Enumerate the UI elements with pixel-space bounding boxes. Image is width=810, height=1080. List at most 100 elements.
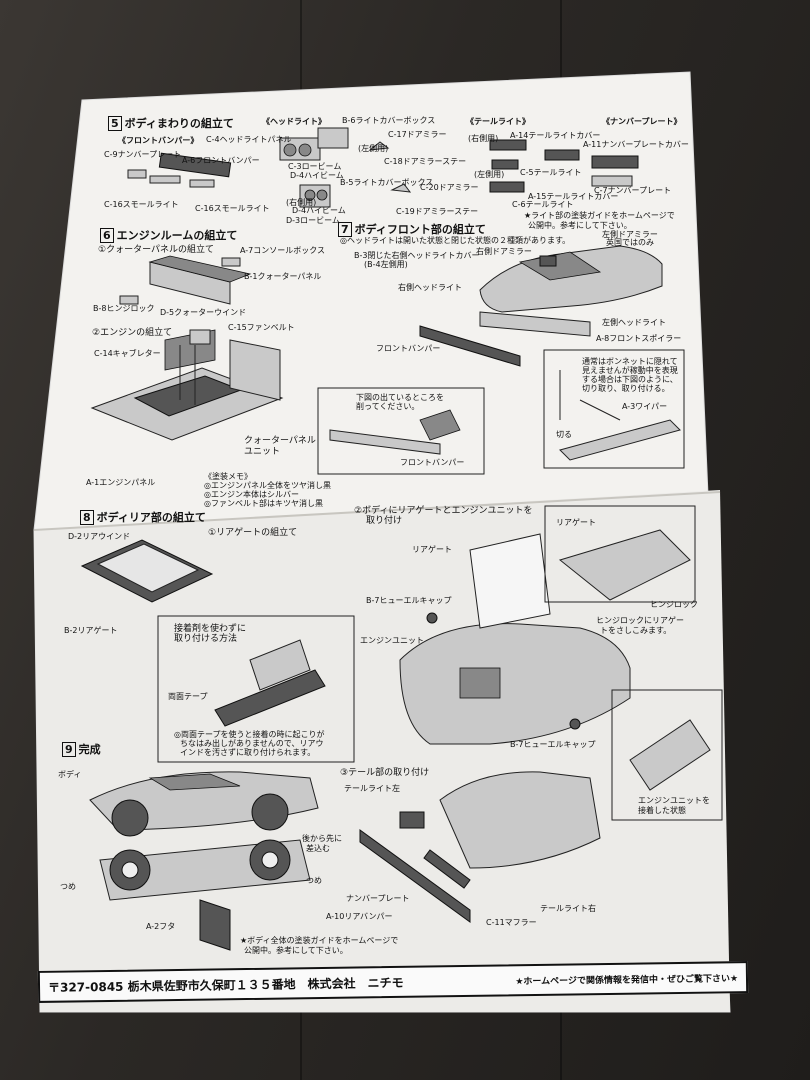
note: 見えませんが稼動中を表現 [582, 366, 678, 375]
note: ヒンジロックにリアゲー [596, 616, 684, 625]
part-label: D-3ロービーム [286, 216, 340, 225]
part-label: 切る [556, 430, 572, 439]
part-label: リアゲート [556, 518, 596, 527]
engine-unit-drawing [90, 329, 284, 441]
heading: 完成 [78, 743, 101, 756]
step-number: 8 [80, 510, 94, 526]
note: 公開中。参考にして下さい。 [244, 946, 348, 955]
part-label: フロントバンパー [376, 344, 441, 353]
part-label: C-6テールライト [512, 200, 574, 209]
part-label: ナンバープレート [346, 894, 410, 903]
note: ◎両面テープを使うと接着の時に起こりが [174, 730, 325, 739]
part-label: B-3閉じた右側ヘッドライトカバー [354, 251, 480, 260]
part-label: A-6フロントバンパー [182, 156, 260, 165]
bumper-cut-drawing [329, 409, 461, 455]
part-label: A-15テールライトカバー [528, 192, 619, 201]
part-label: 左側ドアミラー [602, 230, 658, 239]
label-taillight: 《テールライト》 [466, 117, 530, 126]
note: 下図の出ているところを [356, 393, 444, 402]
note: ★ボディ全体の塗装ガイドをホームページで [240, 936, 399, 945]
paint-memo: ◎ファンベルト部はキツヤ消し黒 [204, 499, 323, 508]
part-label: A-10リアバンパー [326, 912, 393, 921]
part-label: C-4ヘッドライトパネル [206, 135, 292, 144]
taillight-parts-drawing [489, 139, 639, 193]
subheading: ②エンジンの組立て [92, 328, 173, 338]
heading: ボディリア部の組立て [96, 511, 206, 524]
part-label: C-18ドアミラーステー [384, 157, 467, 166]
part-label: A-14テールライトカバー [510, 131, 601, 140]
tail-parts-drawing [359, 771, 601, 923]
part-label: A-11ナンバープレートカバー [583, 140, 689, 149]
completed-car-drawing [89, 771, 319, 951]
part-label: (右側用) [468, 134, 499, 143]
part-label: B-5ライトカバーボックス [340, 178, 434, 187]
note: トをさしこみます。 [600, 626, 672, 635]
part-label: 右側ドアミラー [476, 247, 532, 256]
note: 削ってください。 [356, 402, 420, 411]
note: 通常はボンネットに隠れて [582, 357, 678, 366]
part-label: A-3ワイパー [622, 402, 668, 411]
part-label: B-8ヒンジロック [93, 304, 155, 313]
part-label: A-2フタ [146, 922, 176, 931]
part-label: 左側ヘッドライト [602, 318, 666, 327]
part-label: C-3ロービーム [288, 162, 342, 171]
quarter-panel-drawing [119, 255, 252, 305]
part-label: D-5クォーターウインド [160, 308, 247, 317]
part-label: C-19ドアミラーステー [396, 207, 479, 216]
part-label: C-20ドアミラー [420, 183, 479, 192]
subheading: ①クォーターパネルの組立て [98, 245, 214, 255]
part-label: C-16スモールライト [195, 204, 270, 213]
headlight-parts-drawing [279, 127, 412, 208]
part-label: C-11マフラー [486, 918, 537, 927]
step-number: 7 [338, 222, 352, 238]
note: 接着剤を使わずに [174, 624, 247, 634]
car-rear-body-drawing [399, 533, 631, 745]
part-label: B-2リアゲート [64, 626, 118, 635]
part-label: D-4ハイビーム [290, 171, 344, 180]
part-label: C-5テールライト [520, 168, 582, 177]
part-label: (左側用) [474, 170, 505, 179]
part-label: D-2リアウインド [68, 532, 131, 541]
note: エンジンユニットを [638, 796, 710, 805]
heading: エンジンルームの組立て [116, 229, 238, 242]
note: ちなはみ出しがありませんので、リアウ [180, 739, 324, 748]
part-label: ユニット [244, 447, 281, 457]
part-label: つめ [60, 882, 76, 891]
part-label: エンジンユニット [360, 636, 424, 645]
note: ◎ヘッドライトは開いた状態と閉じた状態の２種類があります。 [340, 236, 571, 245]
note: インドを汚さずに取り付けられます。 [180, 748, 316, 757]
part-label: B-1クォーターパネル [244, 272, 322, 281]
heading: ボディフロント部の組立て [354, 223, 486, 236]
step-number: 6 [100, 228, 114, 244]
note: 取り付ける方法 [174, 634, 238, 644]
part-label: C-17ドアミラー [388, 130, 447, 139]
car-front-drawing [419, 245, 663, 367]
part-label: クォーターパネル [244, 436, 316, 446]
label-front-bumper: 《フロントバンパー》 [118, 136, 199, 145]
front-bumper-parts-drawing [127, 152, 232, 188]
part-label: (B-4左側用) [364, 260, 408, 269]
rear-gate-drawing [80, 539, 214, 603]
note: 接着した状態 [638, 806, 686, 815]
label-plate: 《ナンバープレート》 [602, 117, 682, 126]
paint-memo: ◎エンジンパネル全体をツヤ消し黒 [204, 481, 331, 490]
part-label: 両面テープ [168, 692, 208, 701]
wiper-drawing [559, 370, 681, 461]
subheading: ①リアゲートの組立て [208, 528, 298, 538]
note: 公開中。参考にして下さい。 [528, 221, 632, 230]
part-label: 英国ではのみ [606, 238, 654, 247]
part-label: A-8フロントスポイラー [596, 334, 682, 343]
subheading: ③テール部の取り付け [340, 768, 430, 778]
part-label: C-7ナンバープレート [594, 186, 672, 195]
subheading: 取り付け [366, 516, 403, 526]
part-label: 右側ヘッドライト [398, 283, 462, 292]
part-label: C-16スモールライト [104, 200, 179, 209]
part-label: B-7ヒューエルキャップ [366, 596, 452, 605]
company-address: 〒327-0845 栃木県佐野市久保町１３５番地 株式会社 ニチモ [47, 975, 404, 995]
part-label: リアゲート [412, 545, 452, 554]
paint-memo: ◎エンジン本体はシルバー [204, 490, 299, 499]
part-label: ボディ [58, 770, 82, 779]
note: する場合は下図のように、 [582, 375, 678, 384]
